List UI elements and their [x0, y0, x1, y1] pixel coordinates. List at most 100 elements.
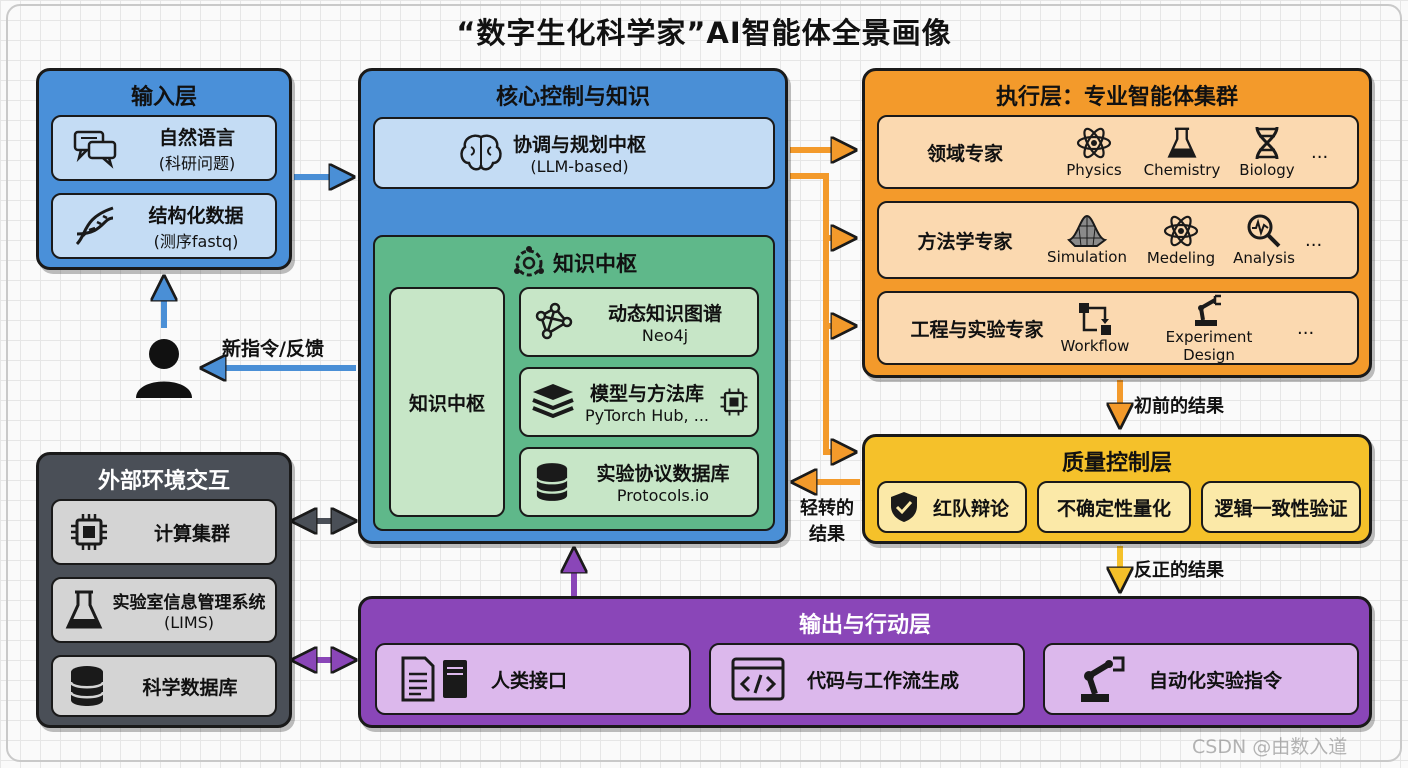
core-panel: 核心控制与知识 协调与规划中枢 (LLM-based) 知识中枢 知识中枢 — [358, 68, 788, 544]
exec-item-label: Physics — [1066, 161, 1122, 179]
flask-icon — [1167, 127, 1197, 158]
execution-title: 执行层：专业智能体集群 — [995, 85, 1238, 110]
flow-label-preliminary: 初前的结果 — [1134, 396, 1224, 417]
external-item-label: 科学数据库 — [142, 676, 238, 699]
input-layer-title: 输入层 — [130, 85, 197, 110]
kh-item-label: 实验协议数据库 — [596, 463, 730, 485]
brain-icon — [460, 134, 502, 171]
code-window-icon — [731, 657, 785, 701]
exec-item-label: Experiment Design — [1165, 328, 1253, 364]
chat-bubbles-icon — [73, 130, 117, 169]
exec-item-modeling[interactable]: Medeling — [1137, 213, 1225, 267]
kh-item-knowledge-graph[interactable]: 动态知识图谱 Neo4j — [519, 287, 759, 357]
input-item-structured-data[interactable]: 结构化数据 (测序fastq) — [51, 193, 277, 259]
external-item-label: 实验室信息管理系统 — [112, 593, 266, 613]
magnifier-icon — [1247, 214, 1281, 248]
surface-icon — [1067, 214, 1108, 247]
exec-item-label: Simulation — [1047, 248, 1127, 266]
exec-item-label: Medeling — [1146, 249, 1216, 267]
quality-item-label: 红队辩论 — [933, 497, 1010, 520]
quality-title: 质量控制层 — [1061, 451, 1172, 476]
execution-panel: 执行层：专业智能体集群 领域专家 Physics Chemistry — [862, 68, 1372, 378]
exec-more: ... — [1305, 229, 1323, 251]
diagram-frame — [6, 4, 1402, 762]
input-item-natural-language[interactable]: 自然语言 (科研问题) — [51, 115, 277, 181]
exec-row-label: 方法学专家 — [917, 230, 1013, 253]
exec-item-analysis[interactable]: Analysis — [1225, 213, 1303, 267]
document-icon — [401, 656, 467, 702]
core-title: 核心控制与知识 — [495, 85, 650, 110]
exec-item-experiment-design[interactable]: Experiment Design — [1139, 292, 1279, 364]
diagram-title: “数字生化科学家”AI智能体全景画像 — [456, 16, 952, 50]
user-icon — [136, 339, 192, 398]
external-item-lims[interactable]: 实验室信息管理系统 (LIMS) — [51, 577, 277, 643]
kh-item-label: 动态知识图谱 — [607, 303, 722, 325]
external-panel: 外部环境交互 计算集群 实验室信息管理系统 (LIMS) — [36, 452, 292, 728]
kh-item-model-library[interactable]: 模型与方法库 PyTorch Hub, ... — [519, 367, 759, 437]
exec-row-engineering[interactable]: 工程与实验专家 Workflow Experiment Design ... — [877, 291, 1359, 365]
quality-item-red-team[interactable]: 红队辩论 — [877, 481, 1027, 533]
knowledge-hub-title: 知识中枢 — [553, 252, 637, 276]
input-item-label: 自然语言 — [158, 126, 235, 149]
external-item-sub: (LIMS) — [163, 613, 215, 632]
input-item-sub: (测序fastq) — [153, 231, 239, 251]
input-layer-panel: 输入层 自然语言 (科研问题) 结构化数据 (测序fastq) — [36, 68, 292, 270]
exec-item-physics[interactable]: Physics — [1051, 125, 1137, 179]
coordinator-sub: (LLM-based) — [530, 157, 629, 176]
external-item-compute-cluster[interactable]: 计算集群 — [51, 499, 277, 565]
output-item-label: 人类接口 — [491, 669, 568, 692]
arrow-core-to-exec-3 — [823, 238, 852, 326]
chip-icon — [71, 514, 107, 550]
coordinator-box[interactable]: 协调与规划中枢 (LLM-based) — [373, 117, 775, 189]
kh-item-sub: Neo4j — [641, 326, 689, 345]
flow-label-returned-line2: 结果 — [809, 524, 845, 545]
exec-more: ... — [1311, 141, 1329, 163]
exec-item-label: Chemistry — [1143, 161, 1221, 179]
shield-check-icon — [891, 492, 917, 522]
flow-label-returned: 轻转的 结果 — [796, 494, 858, 546]
dna-icon — [1255, 126, 1279, 160]
exec-item-label: Workflow — [1060, 337, 1130, 355]
output-item-code-generation[interactable]: 代码与工作流生成 — [709, 643, 1025, 715]
coordinator-label: 协调与规划中枢 — [513, 134, 647, 156]
knowledge-hub-box: 知识中枢 知识中枢 动态知识图谱 Neo4j — [373, 235, 775, 531]
atom-icon — [1076, 127, 1112, 159]
robot-arm-icon — [1081, 656, 1125, 702]
database-icon — [535, 463, 569, 501]
quality-item-label: 逻辑一致性验证 — [1214, 497, 1348, 520]
exec-row-label: 工程与实验专家 — [910, 318, 1044, 341]
quality-panel: 质量控制层 红队辩论 不确定性量化 逻辑一致性验证 — [862, 434, 1372, 544]
kh-item-label: 模型与方法库 — [589, 383, 704, 405]
atom-icon — [1163, 215, 1199, 247]
exec-item-workflow[interactable]: Workflow — [1055, 301, 1135, 355]
chip-icon — [720, 388, 748, 416]
external-item-science-db[interactable]: 科学数据库 — [51, 655, 277, 717]
exec-row-domain[interactable]: 领域专家 Physics Chemistry — [877, 115, 1359, 189]
knowledge-hub-left-box: 知识中枢 — [389, 287, 505, 517]
exec-row-label: 领域专家 — [926, 142, 1003, 165]
output-item-label: 代码与工作流生成 — [807, 669, 960, 692]
feedback-label: 新指令/反馈 — [222, 338, 324, 360]
output-title: 输出与行动层 — [798, 613, 931, 638]
output-item-auto-experiment[interactable]: 自动化实验指令 — [1043, 643, 1359, 715]
knowledge-hub-left-label: 知识中枢 — [408, 392, 485, 415]
quality-item-label: 不确定性量化 — [1056, 497, 1171, 520]
exec-more: ... — [1297, 317, 1315, 339]
input-item-sub: (科研问题) — [158, 153, 236, 173]
exec-item-simulation[interactable]: Simulation — [1037, 214, 1137, 266]
kh-item-sub: PyTorch Hub, ... — [585, 406, 709, 425]
output-item-human-interface[interactable]: 人类接口 — [375, 643, 691, 715]
quality-item-consistency[interactable]: 逻辑一致性验证 — [1201, 481, 1361, 533]
kh-item-protocol-db[interactable]: 实验协议数据库 Protocols.io — [519, 447, 759, 517]
flow-label-approved: 反正的结果 — [1134, 560, 1224, 581]
arrow-core-to-exec-2 — [790, 173, 852, 238]
workflow-icon — [1079, 303, 1111, 335]
layers-icon — [532, 384, 574, 419]
quality-item-uncertainty[interactable]: 不确定性量化 — [1037, 481, 1191, 533]
watermark: CSDN @由数入道 — [1192, 736, 1348, 758]
exec-item-chemistry[interactable]: Chemistry — [1137, 125, 1227, 179]
exec-item-biology[interactable]: Biology — [1227, 125, 1307, 179]
flask-icon — [65, 590, 103, 629]
external-item-label: 计算集群 — [153, 522, 230, 545]
exec-row-methodology[interactable]: 方法学专家 Simulation Medeling — [877, 201, 1359, 279]
